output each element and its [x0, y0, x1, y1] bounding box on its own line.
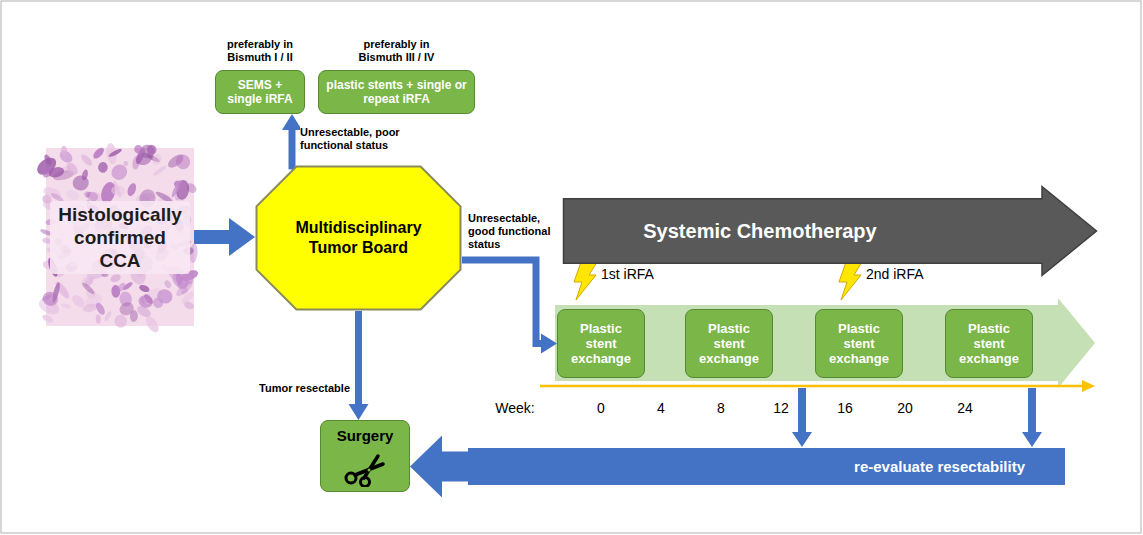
- flow-arrow: [462, 260, 557, 354]
- down-arrow: [1022, 388, 1042, 447]
- flow-arrow: [410, 436, 468, 498]
- option-heading: preferably in Bismuth III / IV: [347, 38, 447, 64]
- arrow-head: [229, 218, 255, 256]
- arrow-head: [349, 404, 369, 420]
- lightning-bolt: [574, 262, 597, 300]
- down-arrow: [792, 388, 812, 447]
- option-box: preferably in Bismuth III / IV plastic st…: [318, 38, 475, 114]
- histology-image: Histologically confirmed CCA: [46, 148, 194, 326]
- node-outline: [255, 165, 462, 311]
- arrow-shaft: [355, 311, 362, 405]
- option-text: SEMS + single iRFA: [221, 78, 299, 106]
- node-text: Histologically confirmed CCA: [50, 201, 190, 274]
- timeline-label: 24: [945, 400, 985, 417]
- arrow-shaft: [442, 452, 469, 482]
- stent-exchange-box: Plastic stent exchange: [815, 309, 903, 378]
- flow-arrow: [282, 114, 302, 169]
- chemotherapy-arrow: Systemic Chemotherapy: [562, 185, 1098, 277]
- scissors-icon: [343, 453, 387, 487]
- option-box-fill: SEMS + single iRFA: [215, 70, 305, 114]
- edge-label: Unresectable, poor functional status: [300, 126, 420, 152]
- timeline-label: 12: [761, 400, 801, 417]
- stent-exchange-box: Plastic stent exchange: [685, 309, 773, 378]
- timeline-label: 4: [641, 400, 681, 417]
- timeline-label: 0: [581, 400, 621, 417]
- flow-arrow: [194, 218, 255, 256]
- resectability-arrow: re-evaluate resectability: [468, 448, 1065, 485]
- node-text: re-evaluate resectability: [854, 458, 1025, 475]
- node-text: Plastic stent exchange: [823, 321, 895, 366]
- surgery-box: Surgery: [320, 420, 410, 492]
- arrow-head: [410, 436, 442, 498]
- arrow-head: [282, 114, 302, 130]
- arrow-shaft: [289, 130, 296, 170]
- stent-band-arrow: [555, 298, 1095, 388]
- arrow-shaft: [462, 260, 542, 344]
- node-text: Plastic stent exchange: [953, 321, 1025, 366]
- option-box: preferably in Bismuth I / II SEMS + singl…: [215, 38, 305, 114]
- node-text: Surgery: [337, 427, 394, 444]
- option-heading: preferably in Bismuth I / II: [215, 38, 305, 64]
- lightning-bolt: [839, 262, 862, 300]
- arrow-head: [541, 334, 557, 354]
- edge-label: Unresectable, good functional status: [468, 212, 554, 251]
- node-text: Plastic stent exchange: [565, 321, 637, 366]
- timeline-label: 20: [885, 400, 925, 417]
- node-text: Multidisciplinary Tumor Board: [289, 218, 429, 258]
- stent-exchange-box: Plastic stent exchange: [557, 309, 645, 378]
- ablation-label: 1st iRFA: [601, 266, 681, 283]
- edge-label: Tumor resectable: [250, 382, 350, 395]
- option-box-fill: plastic stents + single or repeat iRFA: [318, 70, 475, 114]
- node-text: Plastic stent exchange: [693, 321, 765, 366]
- timeline-label: Week:: [485, 400, 545, 417]
- node-text: Systemic Chemotherapy: [643, 220, 876, 243]
- timeline-label: 16: [825, 400, 865, 417]
- ablation-label: 2nd iRFA: [866, 266, 946, 283]
- option-text: plastic stents + single or repeat iRFA: [324, 78, 469, 106]
- stent-exchange-box: Plastic stent exchange: [945, 309, 1033, 378]
- arrow-shaft: [194, 230, 230, 244]
- timeline: [540, 385, 1082, 388]
- flow-arrow: [349, 311, 369, 420]
- timeline-head: [1082, 380, 1095, 392]
- timeline-label: 8: [701, 400, 741, 417]
- tumor-board-octagon: Multidisciplinary Tumor Board: [255, 165, 462, 311]
